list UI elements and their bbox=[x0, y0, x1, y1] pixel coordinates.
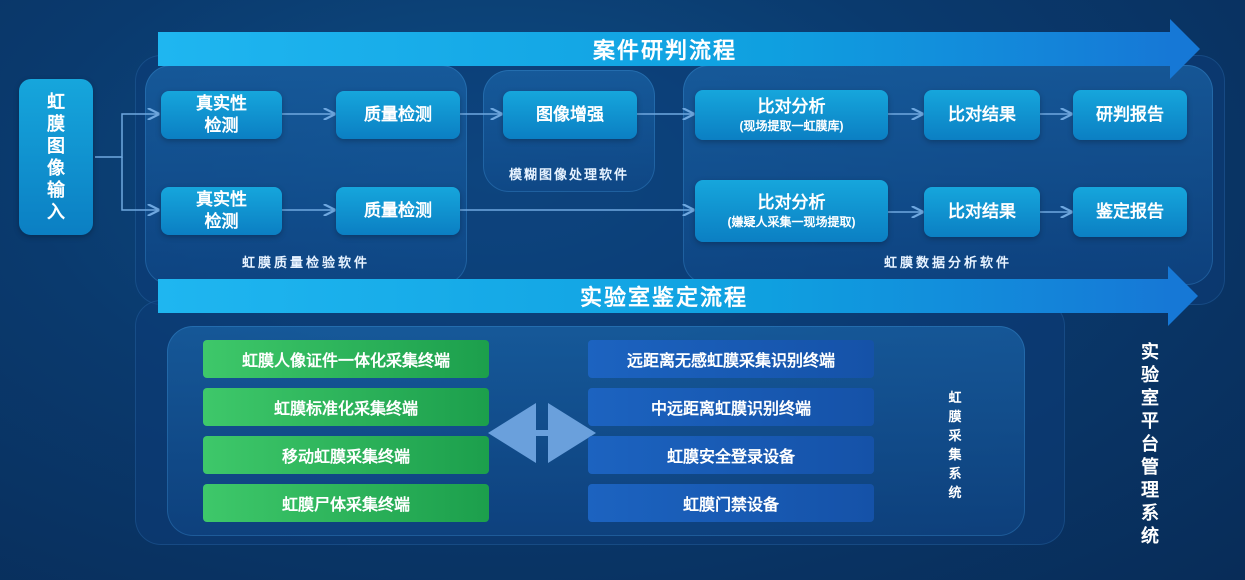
research-report-label: 研判报告 bbox=[1096, 105, 1164, 124]
blue-terminal-3: 虹膜安全登录设备 bbox=[588, 436, 874, 474]
green-terminal-4: 虹膜尸体采集终端 bbox=[203, 484, 489, 522]
case-flow-arrowhead bbox=[1170, 19, 1200, 79]
green-terminal-2: 虹膜标准化采集终端 bbox=[203, 388, 489, 426]
green-terminal-1: 虹膜人像证件一体化采集终端 bbox=[203, 340, 489, 378]
image-enhance-box: 图像增强 bbox=[503, 91, 637, 139]
compare-analysis-box-1: 比对分析 (现场提取一虹膜库) bbox=[695, 90, 888, 140]
compare-result-box-2: 比对结果 bbox=[924, 187, 1040, 237]
green-terminal-label-3: 移动虹膜采集终端 bbox=[281, 449, 410, 466]
research-report-box: 研判报告 bbox=[1073, 90, 1187, 140]
analysis-software-label: 虹膜数据分析软件 bbox=[883, 255, 1012, 270]
compare-result-label-1: 比对结果 bbox=[948, 105, 1016, 124]
blue-terminal-label-3: 虹膜安全登录设备 bbox=[666, 449, 795, 466]
iris-image-input-box: 虹膜图像输入 bbox=[19, 79, 93, 235]
blue-terminal-label-4: 虹膜门禁设备 bbox=[682, 497, 779, 514]
compare-analysis-sub-2: (嫌疑人采集一现场提取) bbox=[727, 215, 856, 229]
blue-terminal-4: 虹膜门禁设备 bbox=[588, 484, 874, 522]
quality-check-box-2: 质量检测 bbox=[336, 187, 460, 235]
lab-flow-title: 实验室鉴定流程 bbox=[579, 285, 748, 310]
lab-flow-arrowhead bbox=[1168, 266, 1198, 326]
lab-platform-label: 实验室平台管理系统 bbox=[1141, 342, 1159, 546]
blue-terminal-label-2: 中远距离虹膜识别终端 bbox=[650, 401, 811, 418]
blue-terminal-1: 远距离无感虹膜采集识别终端 bbox=[588, 340, 874, 378]
appraisal-report-label: 鉴定报告 bbox=[1096, 202, 1164, 221]
authenticity-check-box-2: 真实性检测 bbox=[161, 187, 282, 235]
green-terminal-label-1: 虹膜人像证件一体化采集终端 bbox=[241, 353, 450, 370]
authenticity-check-box-1: 真实性检测 bbox=[161, 91, 282, 139]
collection-system-label: 虹膜采集系统 bbox=[948, 390, 962, 500]
compare-analysis-box-2: 比对分析 (嫌疑人采集一现场提取) bbox=[695, 180, 888, 242]
compare-analysis-label-2: 比对分析 bbox=[757, 193, 826, 212]
compare-result-label-2: 比对结果 bbox=[948, 202, 1016, 221]
case-flow-title: 案件研判流程 bbox=[592, 38, 737, 63]
blue-terminal-label-1: 远距离无感虹膜采集识别终端 bbox=[626, 353, 835, 370]
green-terminal-label-2: 虹膜标准化采集终端 bbox=[273, 401, 418, 418]
quality-check-label-1: 质量检测 bbox=[364, 105, 432, 124]
compare-analysis-sub-1: (现场提取一虹膜库) bbox=[739, 119, 844, 133]
iris-image-input-label: 虹膜图像输入 bbox=[47, 92, 65, 222]
quality-check-box-1: 质量检测 bbox=[336, 91, 460, 139]
authenticity-check-label-2: 真实性检测 bbox=[196, 190, 247, 231]
image-enhance-label: 图像增强 bbox=[536, 105, 604, 124]
authenticity-check-label-1: 真实性检测 bbox=[196, 94, 247, 135]
compare-result-box-1: 比对结果 bbox=[924, 90, 1040, 140]
compare-analysis-label-1: 比对分析 bbox=[757, 97, 826, 116]
blue-terminal-2: 中远距离虹膜识别终端 bbox=[588, 388, 874, 426]
lab-flow-banner: 实验室鉴定流程 bbox=[158, 279, 1170, 313]
green-terminal-3: 移动虹膜采集终端 bbox=[203, 436, 489, 474]
quality-software-label: 虹膜质量检验软件 bbox=[241, 255, 370, 270]
blur-software-label: 模糊图像处理软件 bbox=[508, 167, 629, 182]
appraisal-report-box: 鉴定报告 bbox=[1073, 187, 1187, 237]
case-flow-banner: 案件研判流程 bbox=[158, 32, 1172, 66]
quality-check-label-2: 质量检测 bbox=[364, 201, 432, 220]
green-terminal-label-4: 虹膜尸体采集终端 bbox=[281, 497, 410, 514]
